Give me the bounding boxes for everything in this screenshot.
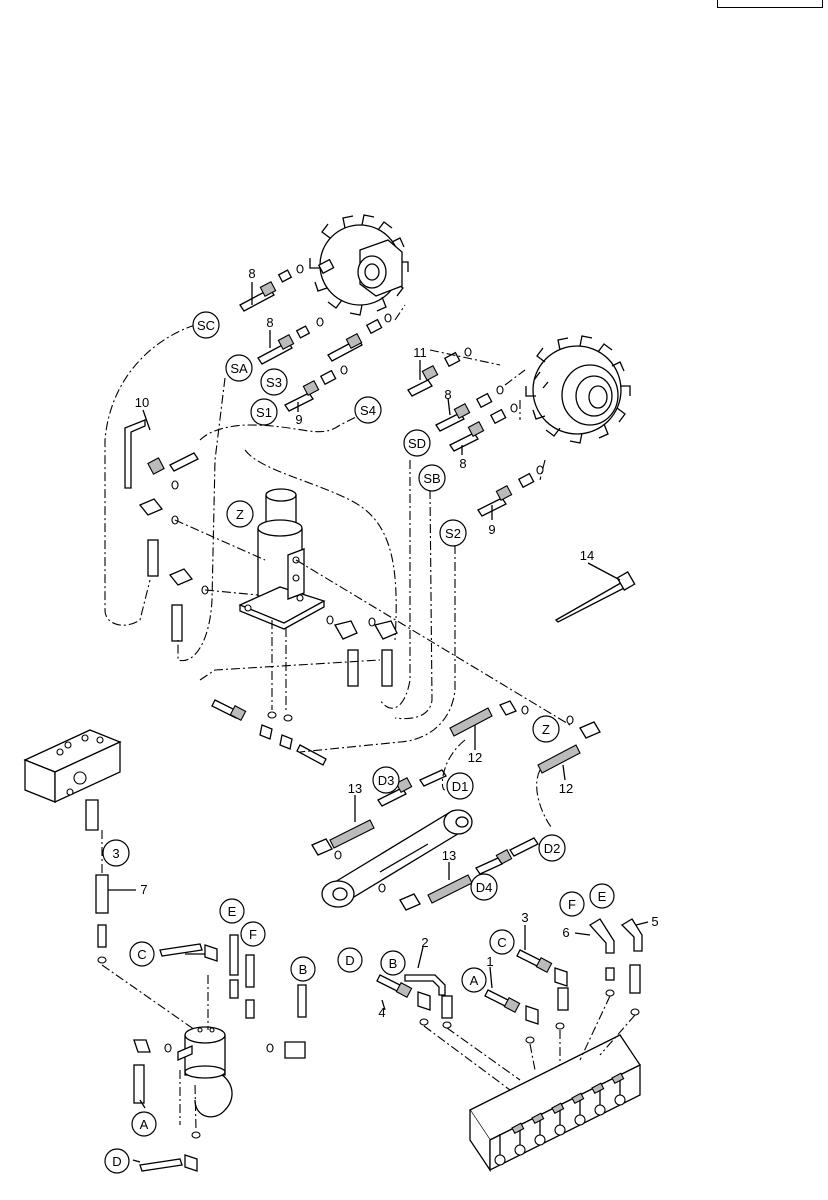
part-number-2: 2 xyxy=(421,935,428,950)
callout-s4: S4 xyxy=(354,396,382,424)
hydraulic-cylinder xyxy=(321,809,473,908)
svg-text:B: B xyxy=(299,962,308,977)
part-number-6: 6 xyxy=(562,925,569,940)
part-number-12: 12 xyxy=(559,781,573,796)
svg-text:D2: D2 xyxy=(544,841,561,856)
callout-s3: S3 xyxy=(260,368,288,396)
callout-sd: SD xyxy=(403,429,431,457)
svg-text:S3: S3 xyxy=(266,375,282,390)
page-number-box: 5-22 xyxy=(717,0,823,8)
part-number-1: 1 xyxy=(486,954,493,969)
page-number: 5-22 xyxy=(718,0,822,2)
part-number-13: 13 xyxy=(442,848,456,863)
svg-text:SD: SD xyxy=(408,436,426,451)
lower-rotating-joint xyxy=(177,1026,233,1118)
part-number-8: 8 xyxy=(248,266,255,281)
svg-text:Z: Z xyxy=(236,507,244,522)
svg-text:A: A xyxy=(470,973,479,988)
callout-sa: SA xyxy=(225,354,253,382)
svg-text:D4: D4 xyxy=(476,880,493,895)
svg-text:SB: SB xyxy=(423,471,440,486)
part-number-8: 8 xyxy=(444,387,451,402)
svg-text:S4: S4 xyxy=(360,403,376,418)
callout-sc: SC xyxy=(192,311,220,339)
svg-text:3: 3 xyxy=(112,846,119,861)
callout-s2: S2 xyxy=(439,519,467,547)
part-number-10: 10 xyxy=(135,395,149,410)
svg-text:SA: SA xyxy=(230,361,248,376)
svg-text:C: C xyxy=(137,947,146,962)
svg-text:D: D xyxy=(112,1154,121,1169)
part-number-11: 11 xyxy=(413,345,427,360)
callout-z-right: Z xyxy=(532,715,560,743)
part-number-5: 5 xyxy=(651,914,658,929)
callout-a-right: A xyxy=(461,967,487,993)
callout-a-left: A xyxy=(131,1111,157,1137)
leader-lines xyxy=(108,282,649,1163)
callout-b-right: B xyxy=(380,950,406,976)
upper-drive-sprocket xyxy=(309,214,409,316)
callout-d4: D4 xyxy=(470,873,498,901)
callout-d2: D2 xyxy=(538,834,566,862)
callout-3: 3 xyxy=(102,839,130,867)
svg-text:F: F xyxy=(249,927,257,942)
right-drive-sprocket xyxy=(525,335,631,444)
part-number-3: 3 xyxy=(521,910,528,925)
callout-d1: D1 xyxy=(446,772,474,800)
callout-e-right: E xyxy=(589,883,615,909)
hose-routing-lines xyxy=(101,304,636,1131)
callout-s1: S1 xyxy=(250,398,278,426)
part-number-9: 9 xyxy=(295,412,302,427)
part-number-labels: 8 8 11 8 8 9 9 10 14 12 12 13 13 7 2 3 1… xyxy=(135,266,659,1020)
control-valve-bank xyxy=(469,1034,641,1173)
callout-d-right: D xyxy=(337,947,363,973)
cable-tie xyxy=(554,571,636,623)
part-number-12: 12 xyxy=(468,750,482,765)
svg-text:Z: Z xyxy=(542,722,550,737)
svg-text:E: E xyxy=(598,889,607,904)
callout-b-left: B xyxy=(290,956,316,982)
callout-d3: D3 xyxy=(372,766,400,794)
part-number-7: 7 xyxy=(140,882,147,897)
part-number-14: 14 xyxy=(580,548,594,563)
callout-bubbles: SC SA S3 S1 S4 SD SB S2 Z Z D3 D1 D2 D4 … xyxy=(102,311,615,1174)
svg-text:F: F xyxy=(568,897,576,912)
callout-f-right: F xyxy=(559,891,585,917)
callout-d-bottom: D xyxy=(104,1148,130,1174)
part-number-4: 4 xyxy=(378,1005,385,1020)
center-swivel-joint xyxy=(238,488,326,630)
part-number-13: 13 xyxy=(348,781,362,796)
svg-text:E: E xyxy=(228,904,237,919)
part-number-8: 8 xyxy=(266,315,273,330)
svg-text:S2: S2 xyxy=(445,526,461,541)
part-number-8: 8 xyxy=(459,456,466,471)
svg-text:B: B xyxy=(389,956,398,971)
callout-sb: SB xyxy=(418,464,446,492)
callout-z-swivel: Z xyxy=(226,500,254,528)
callout-c-left: C xyxy=(129,941,155,967)
callout-c-right: C xyxy=(489,929,515,955)
callout-f-left: F xyxy=(240,921,266,947)
fittings xyxy=(85,258,643,1172)
svg-text:A: A xyxy=(140,1117,149,1132)
svg-text:D1: D1 xyxy=(452,779,469,794)
svg-text:C: C xyxy=(497,935,506,950)
svg-text:D3: D3 xyxy=(378,773,395,788)
svg-text:D: D xyxy=(345,953,354,968)
left-valve-block xyxy=(23,729,122,804)
svg-text:S1: S1 xyxy=(256,405,272,420)
part-number-9: 9 xyxy=(488,522,495,537)
svg-text:SC: SC xyxy=(197,318,215,333)
callout-e-left: E xyxy=(219,898,245,924)
